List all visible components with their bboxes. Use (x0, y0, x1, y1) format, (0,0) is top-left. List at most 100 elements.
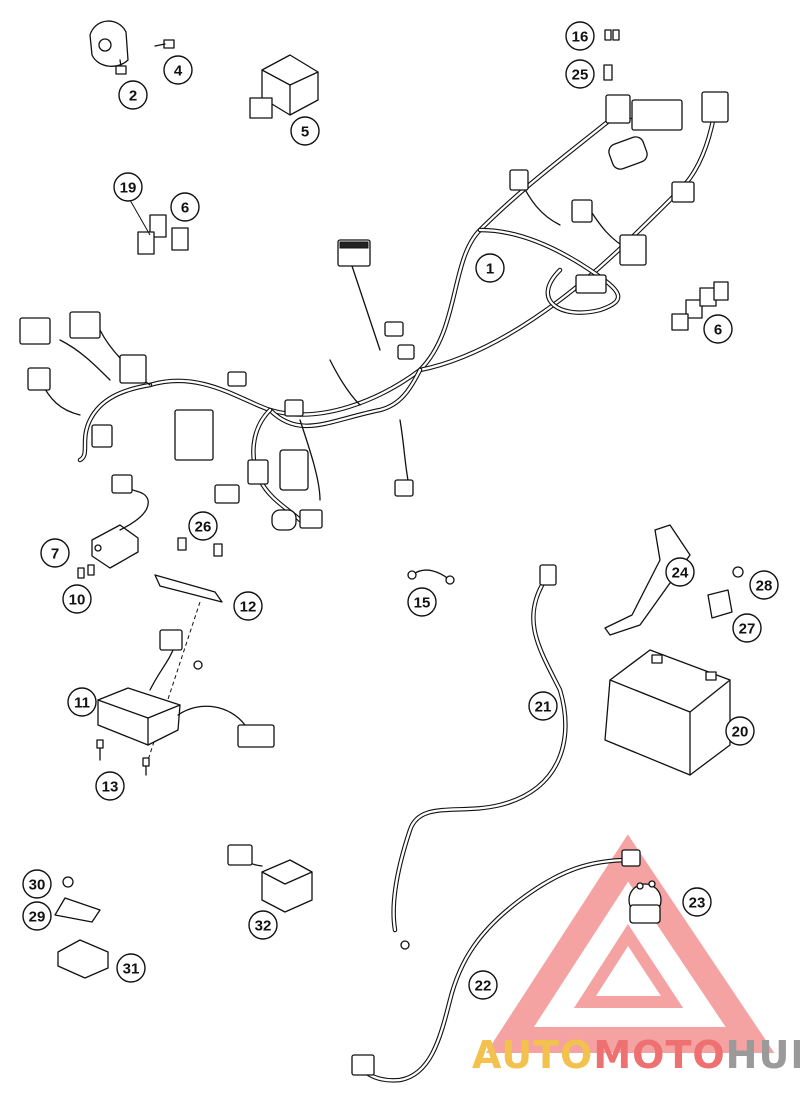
part-5-relay (249, 54, 319, 119)
part-21-cable (391, 564, 568, 950)
svg-text:AUTOMOTOHUB: AUTOMOTOHUB (472, 1033, 800, 1077)
callout-number: 28 (756, 578, 773, 595)
callout-number: 16 (572, 29, 589, 46)
part-10-screws (77, 564, 95, 579)
part-6-fuse-upper (171, 227, 189, 251)
callout-number: 15 (414, 595, 431, 612)
callout-26: 26 (188, 511, 218, 541)
part-29-bracket (54, 897, 101, 923)
callout-circle (475, 253, 505, 283)
callout-number: 10 (69, 592, 86, 609)
callout-number: 30 (29, 877, 46, 894)
part-26-screws (177, 537, 223, 557)
callout-24: 24 (665, 557, 695, 587)
callout-15: 15 (407, 587, 437, 617)
callout-circle (665, 557, 695, 587)
callout-32: 32 (248, 910, 278, 940)
callout-25: 25 (565, 59, 595, 89)
callout-6: 6 (703, 314, 733, 344)
callout-circle (116, 953, 146, 983)
callout-number: 29 (29, 909, 46, 926)
part-11-regulator (97, 629, 275, 748)
callout-29: 29 (22, 901, 52, 931)
callout-labels: 1245667101112131516192021222324252627282… (22, 21, 779, 1000)
callout-16: 16 (565, 21, 595, 51)
callout-27: 27 (732, 613, 762, 643)
callout-circle (565, 21, 595, 51)
callout-number: 31 (123, 961, 140, 978)
callout-number: 13 (102, 779, 119, 796)
callout-circle (528, 691, 558, 721)
callout-number: 4 (174, 63, 183, 80)
watermark-word-auto: AUTO (472, 1033, 593, 1077)
part-15-cable (407, 569, 455, 585)
callout-22: 22 (468, 970, 498, 1000)
callout-number: 21 (535, 699, 552, 716)
callout-circle (682, 887, 712, 917)
callout-number: 11 (74, 695, 90, 712)
callout-circle (248, 910, 278, 940)
callout-19: 19 (113, 172, 143, 202)
callout-23: 23 (682, 887, 712, 917)
callout-circle (163, 55, 193, 85)
callout-circle (732, 613, 762, 643)
callout-number: 24 (672, 565, 689, 582)
part-20-battery (604, 649, 731, 776)
part-12-bracket (147, 574, 223, 761)
callout-circle (188, 511, 218, 541)
callout-number: 12 (240, 599, 257, 616)
callout-4: 4 (163, 55, 193, 85)
callout-circle (95, 771, 125, 801)
callout-number: 1 (486, 261, 494, 278)
callout-2: 2 (118, 80, 148, 110)
callout-circle (233, 591, 263, 621)
callout-circle (170, 192, 200, 222)
callout-circle (565, 59, 595, 89)
callout-13: 13 (95, 771, 125, 801)
part-24-bracket (604, 524, 691, 636)
part-4-bolt (154, 39, 175, 49)
callout-number: 7 (51, 546, 59, 563)
part-28-screw (732, 566, 744, 578)
callout-28: 28 (749, 570, 779, 600)
part-22-cable (351, 849, 641, 1083)
callout-number: 22 (475, 978, 492, 995)
part-2-horn (89, 20, 129, 75)
callout-number: 26 (195, 519, 212, 536)
callout-number: 20 (732, 724, 749, 741)
part-27-bracket (707, 589, 733, 619)
callout-number: 6 (181, 200, 189, 217)
part-30-screw (62, 876, 74, 888)
part-23-starter-relay (628, 880, 662, 924)
callout-circle (22, 901, 52, 931)
watermark-word-moto: MOTO (593, 1033, 725, 1077)
callout-circle (62, 584, 92, 614)
callout-circle (22, 869, 52, 899)
callout-5: 5 (290, 116, 320, 146)
callout-circle (113, 172, 143, 202)
callout-circle (468, 970, 498, 1000)
callout-number: 25 (572, 67, 589, 84)
callout-30: 30 (22, 869, 52, 899)
callout-circle (40, 538, 70, 568)
callout-number: 23 (689, 895, 706, 912)
watermark-logo (486, 834, 775, 1053)
part-25-fuse (603, 64, 613, 81)
callout-circle (67, 687, 97, 717)
watermark-word-hub: HUB (726, 1033, 800, 1077)
callout-circle (290, 116, 320, 146)
callout-circle (118, 80, 148, 110)
callout-6: 6 (170, 192, 200, 222)
watermark-triangle (486, 834, 775, 1053)
part-31-block (57, 939, 109, 979)
callout-number: 19 (120, 180, 137, 197)
callout-circle (407, 587, 437, 617)
callout-number: 2 (129, 88, 137, 105)
callout-number: 6 (714, 322, 722, 339)
callout-1: 1 (475, 253, 505, 283)
callout-number: 32 (255, 918, 272, 935)
callout-31: 31 (116, 953, 146, 983)
callout-10: 10 (62, 584, 92, 614)
